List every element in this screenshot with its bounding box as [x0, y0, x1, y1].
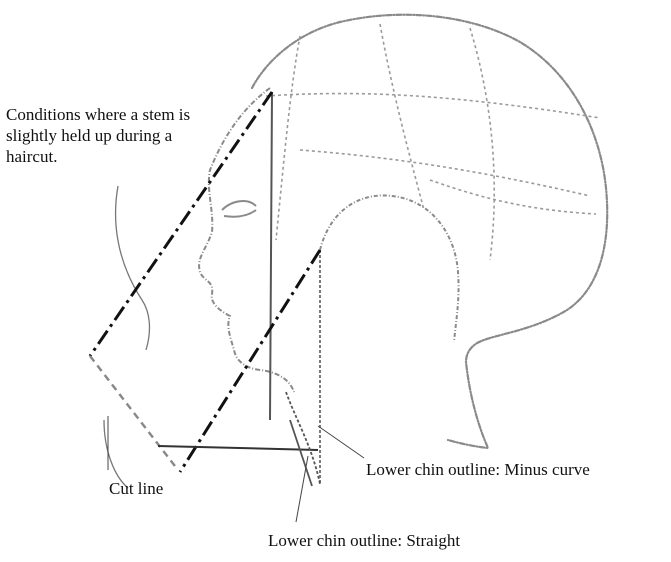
ear-outline — [320, 195, 459, 342]
head-outline — [252, 15, 607, 448]
scalp-grid-6 — [430, 180, 596, 214]
leader-straight — [296, 456, 308, 522]
guide-dashdot-line — [180, 250, 320, 472]
eye — [222, 201, 256, 217]
cut-line-dashed — [90, 356, 178, 470]
leader-minus-curve — [318, 426, 364, 458]
label-cut-line: Cut line — [109, 478, 163, 499]
chin-minus-curve — [286, 392, 320, 484]
scalp-grid-4 — [266, 94, 600, 118]
cheek-contour — [116, 186, 150, 350]
stem-line-front — [270, 92, 272, 420]
scalp-grid-5 — [300, 150, 590, 196]
chin-horizontal-line — [158, 446, 318, 450]
scalp-grid-3 — [470, 28, 494, 260]
label-conditions: Conditions where a stem is slightly held… — [6, 104, 211, 167]
scalp-grid-1 — [276, 36, 300, 240]
scalp-grid-2 — [380, 24, 424, 210]
face-profile — [199, 88, 294, 392]
label-lower-chin-straight: Lower chin outline: Straight — [268, 530, 460, 551]
label-lower-chin-minus-curve: Lower chin outline: Minus curve — [366, 459, 590, 480]
